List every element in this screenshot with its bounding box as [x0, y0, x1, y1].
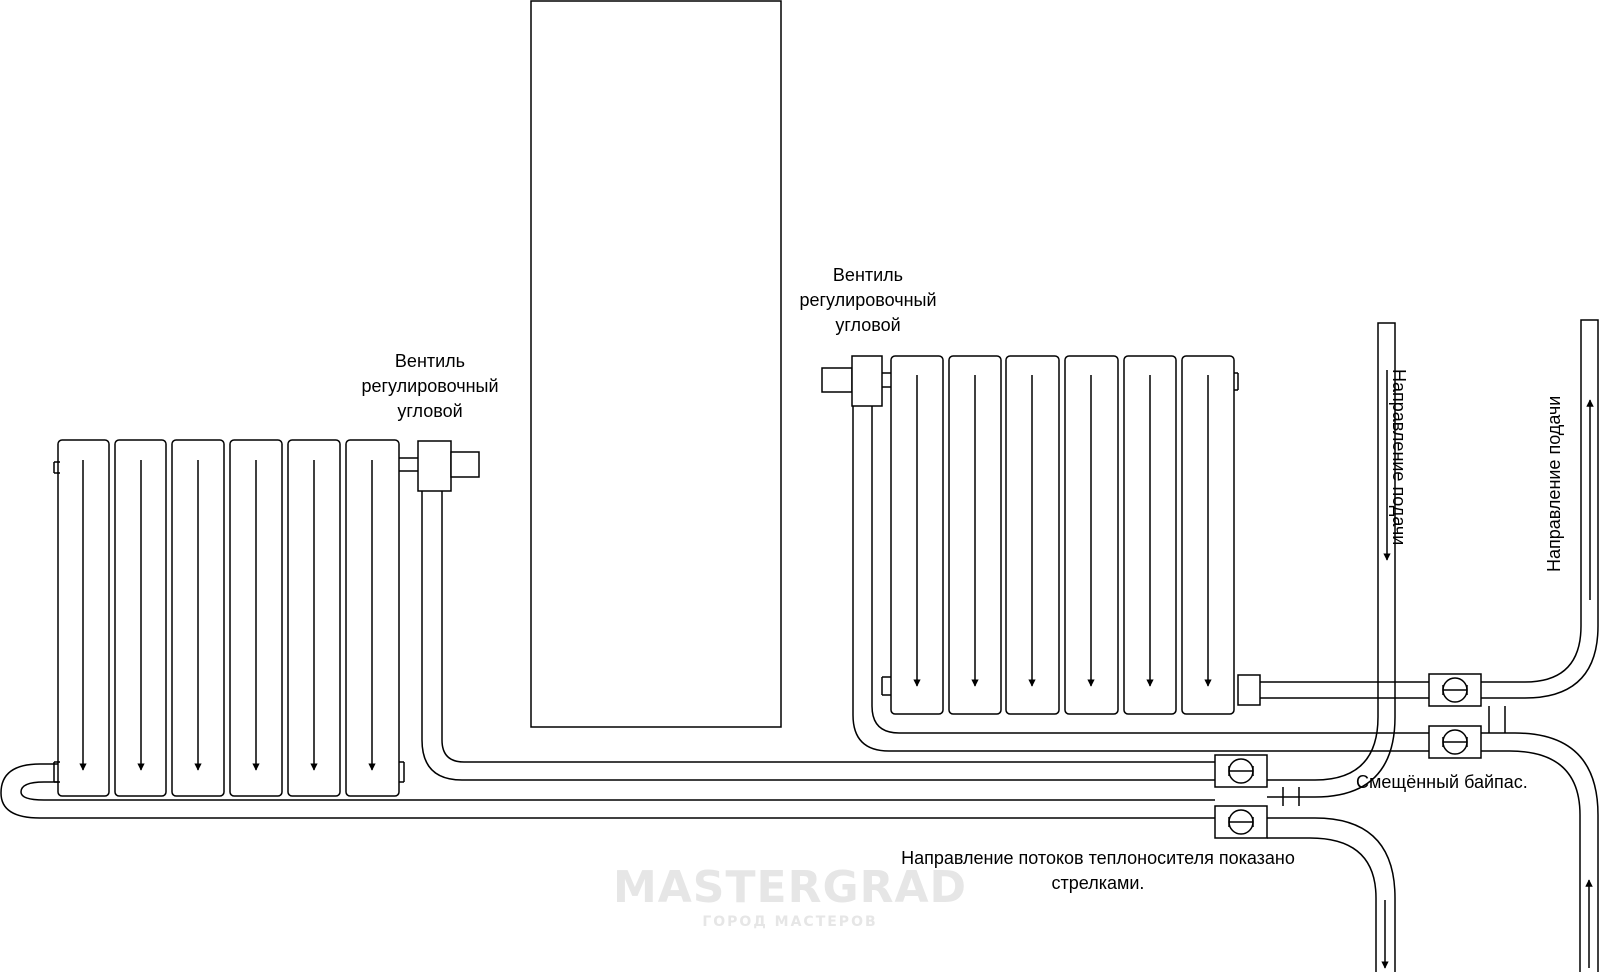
radiator-section	[1005, 355, 1060, 715]
outer-return-riser	[1481, 732, 1599, 972]
right-angle-valve	[821, 355, 891, 407]
radiator-section	[345, 439, 400, 797]
left-radiator	[53, 439, 405, 797]
radiator-section	[948, 355, 1002, 715]
right-bypass-jumper	[1488, 706, 1506, 733]
supply-direction-label-inner: Направление подачи	[1389, 369, 1409, 546]
label-line: угловой	[397, 401, 463, 421]
radiator-section	[114, 439, 167, 797]
label-line: угловой	[835, 315, 901, 335]
right-bottom-outlet	[1237, 674, 1429, 706]
label-line: регулировочный	[361, 376, 499, 396]
right-radiator	[881, 355, 1239, 715]
manifold-valve	[1214, 754, 1268, 788]
label-line: Направление потоков теплоносителя показа…	[901, 848, 1295, 868]
radiator-section	[1181, 355, 1235, 715]
outer-supply-riser	[1481, 319, 1599, 699]
label-line: Вентиль	[832, 265, 904, 285]
radiator-section	[229, 439, 283, 797]
radiator-section	[171, 439, 225, 797]
right-supply-pipe	[852, 406, 1429, 752]
manifold-valve	[1428, 725, 1482, 759]
manifold-valve	[1214, 805, 1268, 839]
radiator-section	[1123, 355, 1177, 715]
drop-pipe	[1267, 817, 1396, 972]
left-supply-pipe	[421, 491, 1215, 781]
valve-label-left: Вентиль регулировочный угловой	[330, 349, 530, 424]
label-line: стрелками.	[1051, 873, 1145, 893]
flow-note: Направление потоков теплоносителя показа…	[868, 846, 1328, 896]
radiator-section	[890, 355, 944, 715]
watermark-tagline: ГОРОД МАСТЕРОВ	[702, 914, 878, 930]
left-bottom-pipe	[0, 763, 1215, 819]
label-line: Вентиль	[394, 351, 466, 371]
manifold-valve	[1428, 673, 1482, 707]
wall-panel	[530, 0, 782, 728]
label-line: регулировочный	[799, 290, 937, 310]
radiator-section	[287, 439, 341, 797]
radiator-section	[57, 439, 110, 797]
outer-return-pipe	[1267, 322, 1396, 798]
valve-label-right: Вентиль регулировочный угловой	[768, 263, 968, 338]
radiator-section	[1064, 355, 1119, 715]
left-angle-valve	[399, 440, 480, 492]
watermark-brand: MASTERGRAD	[612, 862, 968, 913]
bypass-label: Смещённый байпас.	[1356, 772, 1528, 792]
supply-direction-label-outer: Направление подачи	[1544, 395, 1564, 572]
